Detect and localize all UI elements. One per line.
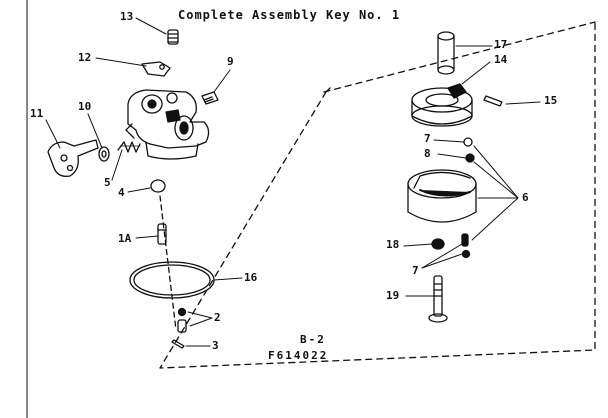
callout-17: 17	[494, 38, 508, 51]
callout-12: 12	[78, 51, 92, 64]
figure-code: F614022	[268, 349, 329, 362]
separator-dashed-outline	[159, 21, 596, 369]
callout-9: 9	[227, 55, 234, 68]
jet-1a	[157, 223, 167, 245]
callout-4: 4	[118, 186, 125, 199]
cylinder-17	[437, 31, 455, 75]
float-bowl-6	[407, 169, 477, 223]
screw-13	[167, 29, 179, 45]
callout-1a: 1A	[118, 232, 132, 245]
center-line-left	[159, 195, 177, 331]
clip-12	[141, 61, 171, 77]
bolt-19	[428, 275, 448, 323]
callout-15: 15	[544, 94, 558, 107]
callout-8: 8	[424, 147, 431, 160]
pin-15	[483, 95, 503, 107]
screw-3	[171, 339, 185, 349]
throttle-shaft-11	[47, 139, 99, 177]
callout-11: 11	[30, 107, 44, 120]
separator-dashed-top	[323, 21, 596, 93]
callout-2: 2	[214, 311, 221, 324]
plug-4	[150, 179, 166, 193]
diagram-title: Complete Assembly Key No. 1	[178, 8, 401, 22]
gasket-16	[129, 261, 215, 299]
callout-7-upper: 7	[424, 132, 431, 145]
nut-18	[431, 238, 445, 250]
callout-19: 19	[386, 289, 400, 302]
callout-10: 10	[78, 100, 92, 113]
parts-7-lower	[461, 233, 471, 259]
float-disc	[411, 87, 473, 127]
spring-5	[117, 141, 141, 153]
callout-5: 5	[104, 176, 111, 189]
callout-3: 3	[212, 339, 219, 352]
callout-13: 13	[120, 10, 134, 23]
parts-2	[177, 307, 187, 333]
carburetor-body	[125, 89, 210, 160]
callout-14: 14	[494, 53, 508, 66]
callout-6: 6	[522, 191, 529, 204]
callout-7-lower: 7	[412, 264, 419, 277]
needle-9	[201, 91, 219, 105]
callout-18: 18	[386, 238, 400, 251]
washer-10	[98, 146, 110, 162]
leader-lines	[45, 17, 541, 347]
callout-16: 16	[244, 271, 258, 284]
view-code: B-2	[300, 333, 326, 346]
